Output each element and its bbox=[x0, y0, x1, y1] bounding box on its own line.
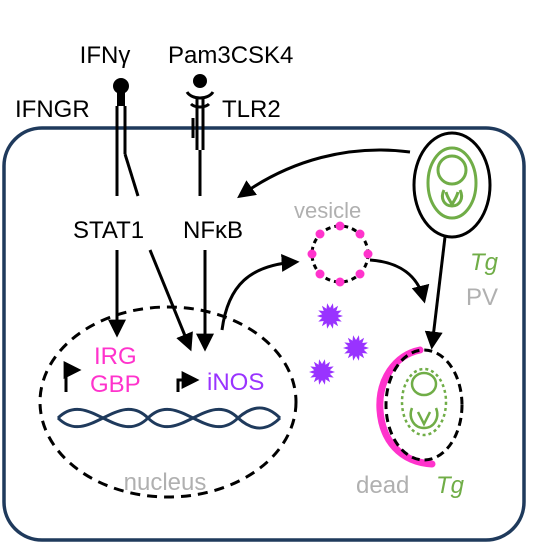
gbp-label: GBP bbox=[90, 371, 141, 398]
parasite-icon bbox=[426, 146, 478, 220]
vesicle-to-dead-tg-arrow bbox=[369, 258, 430, 304]
nucleus bbox=[38, 305, 298, 499]
nitric-oxide-burst-icon bbox=[309, 303, 369, 385]
tlr2-receptor bbox=[185, 74, 215, 150]
irg-gbp-coat bbox=[376, 346, 436, 468]
nitric-oxide-burst bbox=[317, 303, 343, 329]
dead-parasite-icon bbox=[400, 367, 448, 437]
stat1-to-inos-arrow bbox=[148, 249, 193, 352]
irg-label: IRG bbox=[94, 343, 137, 370]
vesicle-dots bbox=[307, 221, 373, 287]
dead-label: dead bbox=[356, 472, 409, 499]
inos-promoter-arrow-icon bbox=[176, 371, 200, 392]
ifngr-label: IFNGR bbox=[15, 96, 90, 123]
irg-gbp-promoter-arrow-icon bbox=[63, 361, 82, 392]
stat1-label: STAT1 bbox=[73, 217, 144, 244]
pv-to-dead-tg-arrow bbox=[424, 236, 447, 350]
inos-label: iNOS bbox=[207, 369, 264, 396]
nfkb-label: NFκB bbox=[183, 217, 243, 244]
ifngr-receptor bbox=[113, 78, 129, 154]
tlr2-label: TLR2 bbox=[222, 96, 281, 123]
cell-membrane bbox=[2, 126, 526, 542]
nitric-oxide-burst bbox=[343, 335, 369, 361]
dead-pv-vacuole bbox=[384, 348, 464, 462]
ifngr-diagonal-line bbox=[123, 153, 140, 197]
pam3csk4-label: Pam3CSK4 bbox=[168, 42, 293, 69]
nucleus-to-vesicle-arrow bbox=[220, 253, 300, 331]
dead-tg-label: Tg bbox=[436, 472, 465, 499]
pv-to-nfkb-arrow bbox=[237, 148, 411, 199]
vesicle-label: vesicle bbox=[294, 198, 361, 223]
dna-helix-icon bbox=[56, 406, 282, 430]
nucleus-label: nucleus bbox=[124, 469, 207, 496]
ifng-label: IFNγ bbox=[80, 42, 131, 69]
nitric-oxide-burst bbox=[309, 359, 335, 385]
pv-label: PV bbox=[466, 284, 498, 311]
tg-label: Tg bbox=[470, 249, 499, 276]
